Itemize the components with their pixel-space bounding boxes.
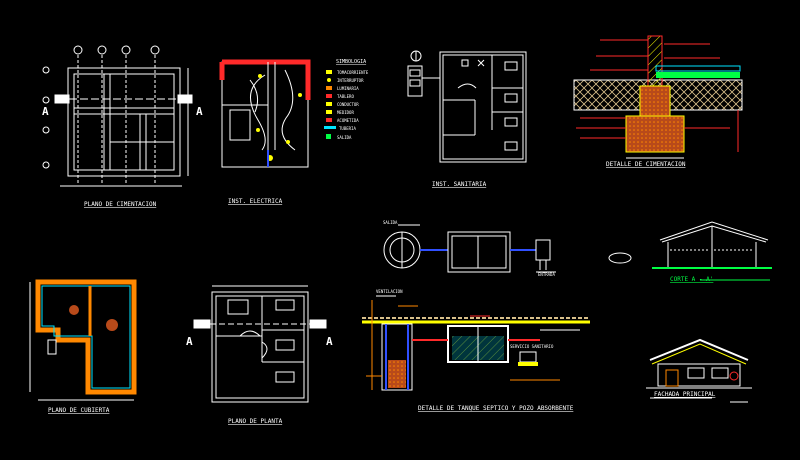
- section-mark: A: [42, 105, 49, 118]
- legend-symbol: [326, 118, 332, 122]
- legend-item: TABLERO: [337, 94, 354, 99]
- section-drawing: [652, 221, 772, 281]
- legend-item: SALIDA: [337, 135, 352, 140]
- electrical-legend: SIMBOLOGIA TOMACORRIENTE INTERRUPTOR LUM…: [324, 59, 369, 140]
- legend-symbol: [324, 126, 336, 129]
- foundation-detail: [573, 35, 743, 159]
- floor-plan: [193, 285, 327, 403]
- section-mark: A: [326, 335, 333, 348]
- sanitary-plan: [407, 50, 527, 163]
- legend-item: TUBERIA: [339, 126, 356, 131]
- label-servicio: SERVICIO SANITARIO: [510, 344, 554, 349]
- legend-symbol: [326, 86, 332, 90]
- label-inst-sanitaria: INST. SANITARIA: [432, 181, 487, 188]
- legend-item: LUMINARIA: [337, 86, 359, 91]
- legend-item: MEDIDOR: [337, 110, 354, 115]
- facade-drawing: [646, 338, 752, 403]
- legend-symbol: [327, 78, 331, 82]
- legend-symbol: [326, 134, 331, 139]
- label-corte: CORTE A - A': [670, 276, 713, 283]
- label-plano-planta: PLANO DE PLANTA: [228, 418, 283, 425]
- legend-symbol: [326, 70, 332, 74]
- foundation-plan: [42, 45, 193, 187]
- legend-symbol: [326, 94, 332, 98]
- legend-item: CONDUCTOR: [337, 102, 359, 107]
- legend-item: ACOMETIDA: [337, 118, 359, 123]
- legend-item: TOMACORRIENTE: [337, 70, 369, 75]
- legend-symbol: [326, 110, 332, 114]
- septic-plan: [383, 224, 556, 273]
- label-plano-cubierta: PLANO DE CUBIERTA: [48, 407, 110, 414]
- label-detalle-tanque: DETALLE DE TANQUE SEPTICO Y POZO ABSORBE…: [418, 405, 574, 412]
- legend-item: INTERRUPTOR: [337, 78, 364, 83]
- label-entrada: ENTRADA: [538, 272, 555, 277]
- label-fachada: FACHADA PRINCIPAL: [654, 391, 716, 398]
- label-salida: SALIDA: [383, 220, 398, 225]
- electrical-plan: [219, 59, 311, 168]
- label-plano-cimentacion: PLANO DE CIMENTACION: [84, 201, 157, 208]
- legend-title: SIMBOLOGIA: [336, 59, 366, 65]
- label-inst-electrica: INST. ELECTRICA: [228, 198, 283, 205]
- septic-detail: [362, 295, 590, 391]
- label-detalle-cimentacion: DETALLE DE CIMENTACION: [606, 161, 686, 168]
- section-mark: A: [196, 105, 203, 118]
- section-mark: A: [186, 335, 193, 348]
- label-ventilacion: VENTILACION: [376, 289, 403, 294]
- legend-symbol: [326, 102, 332, 106]
- north-symbol: [608, 252, 632, 264]
- roof-plan: [29, 279, 137, 401]
